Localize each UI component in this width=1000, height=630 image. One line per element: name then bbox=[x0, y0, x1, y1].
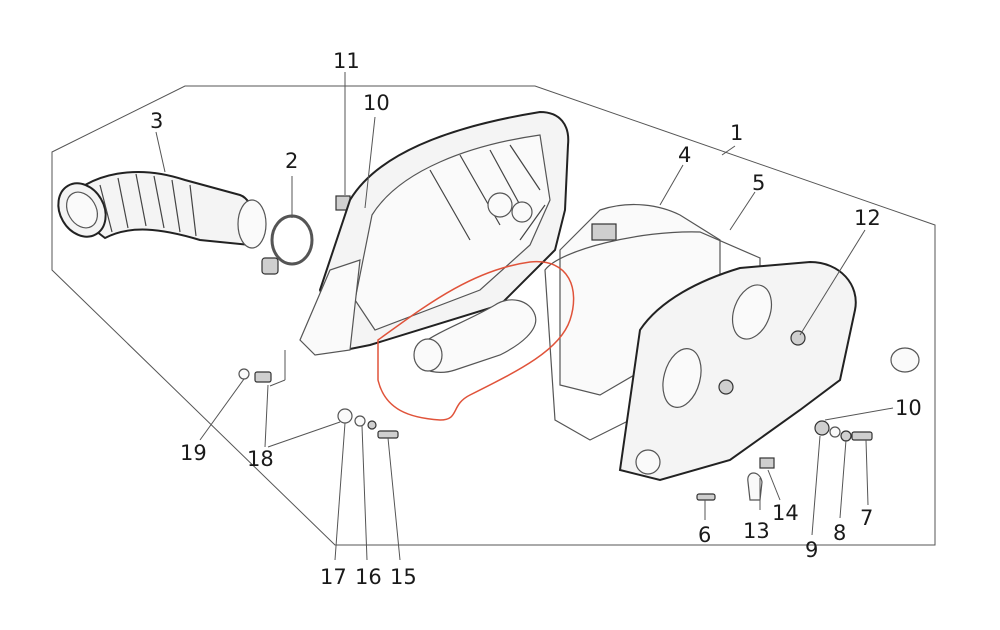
callout-5: 5 bbox=[752, 171, 765, 195]
assembly-outline bbox=[51, 85, 936, 546]
washer-part-10-lower bbox=[829, 426, 841, 438]
callout-13: 13 bbox=[743, 519, 770, 543]
nut-part-19 bbox=[238, 368, 250, 380]
callout-11: 11 bbox=[333, 49, 360, 73]
screw-part-15 bbox=[377, 430, 399, 439]
callout-7: 7 bbox=[860, 506, 873, 530]
inner-duct-part bbox=[414, 299, 537, 373]
washer-part-16 bbox=[354, 415, 366, 427]
callout-3: 3 bbox=[150, 109, 163, 133]
callout-10-upper: 10 bbox=[363, 91, 390, 115]
highlight-annotation bbox=[377, 261, 575, 421]
callout-10-lower: 10 bbox=[895, 396, 922, 420]
intake-duct-part bbox=[57, 171, 267, 249]
callout-4: 4 bbox=[678, 143, 691, 167]
air-box-housing-part bbox=[299, 110, 570, 356]
callout-15: 15 bbox=[390, 565, 417, 589]
callout-17: 17 bbox=[320, 565, 347, 589]
hose-clamp-part bbox=[261, 214, 314, 275]
washer-part-16b bbox=[367, 420, 377, 430]
callout-14: 14 bbox=[772, 501, 799, 525]
air-box-cover-part bbox=[618, 260, 857, 482]
callout-18: 18 bbox=[247, 447, 274, 471]
screw-part-6 bbox=[696, 493, 716, 501]
callout-8: 8 bbox=[833, 521, 846, 545]
callout-2: 2 bbox=[285, 149, 298, 173]
callout-12: 12 bbox=[854, 206, 881, 230]
bushing-part-17 bbox=[337, 408, 353, 424]
clip-part-14 bbox=[759, 457, 775, 469]
washer-part-9 bbox=[814, 420, 830, 436]
callout-19: 19 bbox=[180, 441, 207, 465]
filter-tab bbox=[591, 223, 617, 241]
breather-fitting bbox=[890, 347, 920, 373]
washer-part-8 bbox=[840, 430, 852, 442]
bolt-part-18 bbox=[254, 371, 272, 383]
callout-16: 16 bbox=[355, 565, 382, 589]
callout-6: 6 bbox=[698, 523, 711, 547]
callout-9: 9 bbox=[805, 538, 818, 562]
screw-part-7 bbox=[851, 431, 873, 441]
callout-1: 1 bbox=[730, 121, 743, 145]
leader-lines bbox=[155, 72, 894, 561]
